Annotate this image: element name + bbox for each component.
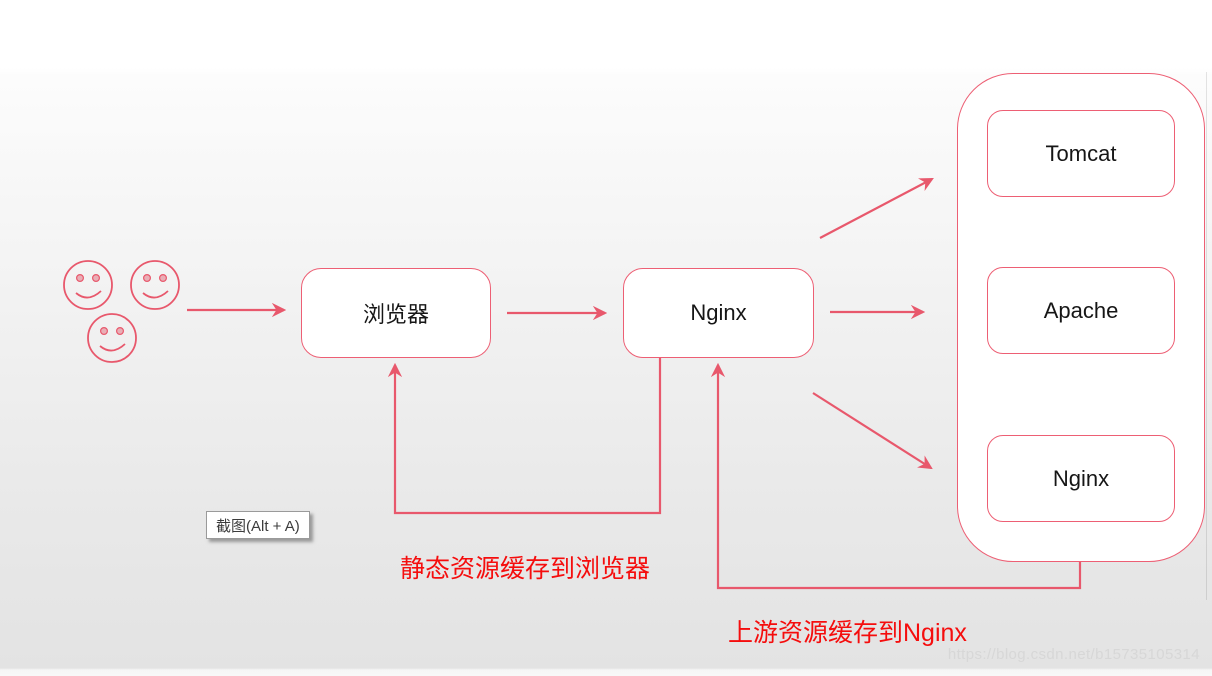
- user-smiley-icon: [63, 260, 113, 310]
- annotation-upstream-cache: 上游资源缓存到Nginx: [728, 619, 967, 647]
- node-browser-label: 浏览器: [362, 302, 429, 327]
- node-browser: 浏览器: [301, 268, 491, 358]
- loop-static-cache-to-browser: [387, 358, 662, 515]
- node-apache-label: Apache: [1043, 297, 1119, 323]
- arrow-nginx-to-tomcat: [819, 178, 934, 239]
- node-nginx-proxy: Nginx: [623, 268, 814, 358]
- watermark-url: https://blog.csdn.net/b15735105314: [947, 646, 1200, 663]
- node-tomcat-label: Tomcat: [1045, 140, 1117, 166]
- user-smiley-icon: [87, 313, 137, 363]
- canvas-right-edge: [1206, 72, 1207, 600]
- annotation-static-cache: 静态资源缓存到浏览器: [400, 555, 651, 583]
- screenshot-shortcut-label: 截图(Alt + A): [216, 517, 300, 535]
- loop-upstream-cache-to-nginx: [710, 362, 1082, 590]
- node-apache: Apache: [987, 267, 1175, 354]
- users-icon-group: [63, 260, 180, 363]
- node-tomcat: Tomcat: [987, 110, 1175, 197]
- node-nginx-proxy-label: Nginx: [690, 300, 747, 325]
- node-upstream-nginx-label: Nginx: [1052, 465, 1110, 491]
- screenshot-shortcut-tooltip: 截图(Alt + A): [206, 511, 310, 539]
- arrow-nginx-to-upstream-nginx: [812, 392, 933, 470]
- user-smiley-icon: [130, 260, 180, 310]
- node-upstream-nginx: Nginx: [987, 435, 1175, 522]
